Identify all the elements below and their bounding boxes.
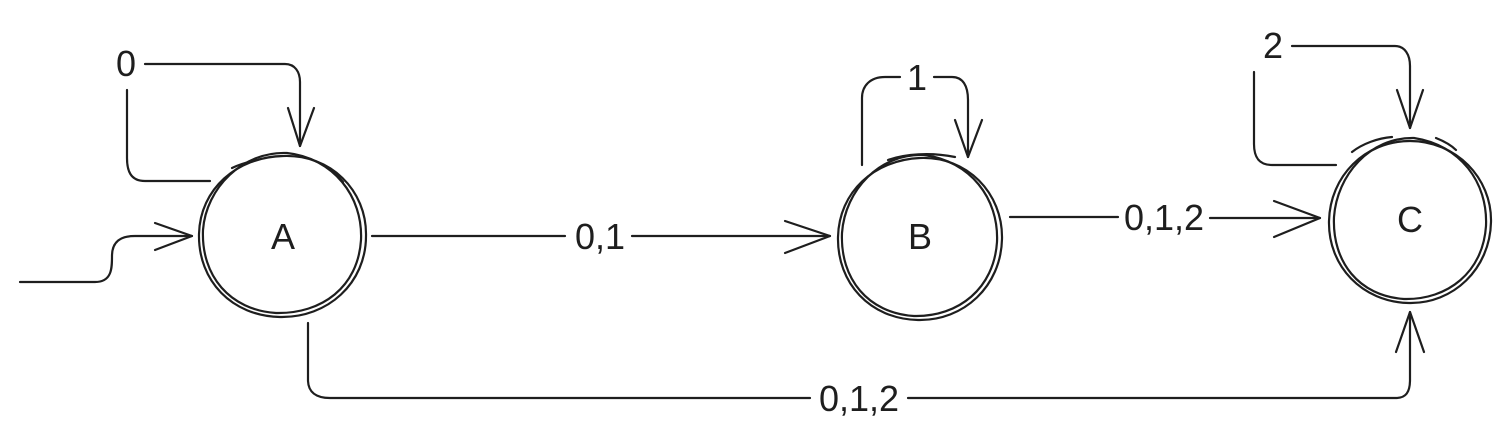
- transition-a-self-arrow-head: [286, 106, 316, 148]
- transition-a-to-b[interactable]: 0,1: [370, 216, 832, 257]
- transition-a-to-c-line: [306, 310, 1412, 400]
- state-a-circle-sketch: [201, 151, 363, 315]
- state-b[interactable]: B: [836, 153, 1004, 322]
- transition-a-self-label: 0: [116, 43, 136, 84]
- start-arrow-line: [18, 234, 194, 284]
- transition-b-self-arrow-head: [953, 118, 984, 159]
- state-a-circle-sketch-tail: [230, 158, 345, 184]
- transition-a-self[interactable]: 0: [116, 43, 316, 183]
- state-a-circle: [197, 154, 368, 319]
- state-c-circle-sketch: [1332, 136, 1488, 301]
- state-c-label: C: [1397, 199, 1423, 240]
- state-c[interactable]: C: [1327, 135, 1493, 305]
- transition-a-self-line: [125, 88, 212, 183]
- start-arrow[interactable]: [18, 221, 194, 284]
- state-c-circle-sketch-tail: [1350, 135, 1458, 154]
- transition-a-to-c-arrow-head: [1394, 310, 1426, 354]
- state-b-circle: [836, 156, 1004, 322]
- state-b-circle-sketch-tail: [886, 153, 957, 162]
- transition-c-self-line: [1252, 70, 1338, 167]
- transition-a-to-c[interactable]: 0,1,2: [306, 310, 1426, 419]
- transition-b-to-c-label: 0,1,2: [1124, 197, 1204, 238]
- transition-a-self-line-top: [143, 62, 302, 148]
- transition-b-to-c[interactable]: 0,1,2: [1008, 197, 1322, 239]
- state-b-label: B: [908, 216, 932, 257]
- transition-c-self-line-top: [1290, 44, 1412, 130]
- transition-c-self[interactable]: 2: [1252, 25, 1425, 167]
- state-b-circle-sketch: [840, 153, 999, 318]
- state-c-circle: [1327, 139, 1493, 305]
- transition-c-self-arrow-head: [1395, 88, 1425, 130]
- transition-b-self[interactable]: 1: [860, 57, 984, 167]
- state-a[interactable]: A: [197, 151, 368, 319]
- transition-a-to-b-label: 0,1: [575, 216, 625, 257]
- state-a-label: A: [271, 216, 295, 257]
- transition-b-to-c-arrow-head: [1272, 199, 1322, 239]
- transition-a-to-c-label: 0,1,2: [819, 378, 899, 419]
- transition-b-to-c-line: [1008, 215, 1322, 220]
- start-arrow-head: [153, 221, 194, 252]
- transition-b-self-line: [860, 75, 970, 167]
- transition-c-self-label: 2: [1263, 25, 1283, 66]
- transition-b-self-label: 1: [907, 57, 927, 98]
- transition-a-to-b-arrow-head: [783, 219, 832, 255]
